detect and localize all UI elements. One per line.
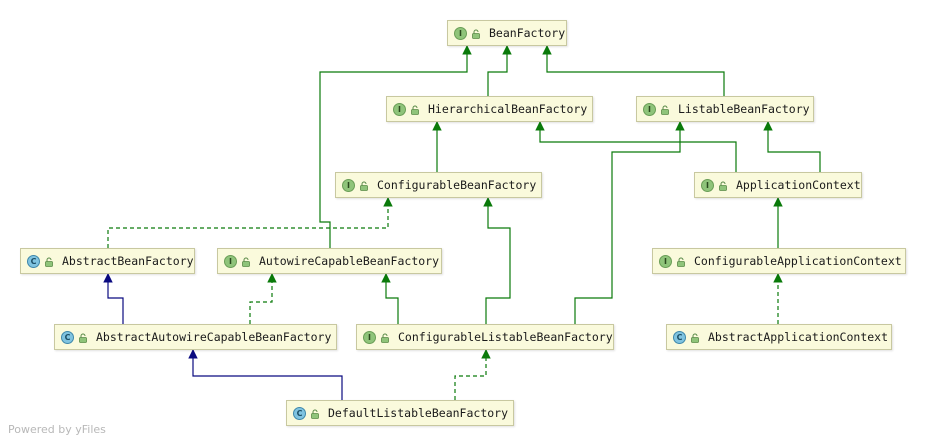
public-access-icon [44, 256, 54, 267]
class-node-ac[interactable]: I ApplicationContext [694, 172, 862, 198]
edge-dlbf-to-aacbf [188, 349, 343, 400]
node-label: AutowireCapableBeanFactory [259, 254, 440, 268]
node-label: DefaultListableBeanFactory [328, 406, 509, 420]
class-node-clbf[interactable]: I ConfigurableListableBeanFactory [356, 324, 614, 350]
class-node-aac[interactable]: C AbstractApplicationContext [666, 324, 892, 350]
footer-credit: Powered by yFiles [8, 423, 106, 436]
interface-icon: I [393, 102, 406, 116]
interface-icon: I [643, 102, 656, 116]
node-label: AbstractBeanFactory [62, 254, 194, 268]
edge-clbf-to-acbf [381, 273, 399, 324]
class-icon: C [27, 254, 40, 268]
class-node-acbf[interactable]: I AutowireCapableBeanFactory [217, 248, 442, 274]
public-access-icon [359, 180, 369, 191]
public-access-icon [660, 104, 670, 115]
public-access-icon [676, 256, 686, 267]
edge-acbf-to-bf [319, 45, 472, 248]
class-node-dlbf[interactable]: C DefaultListableBeanFactory [286, 400, 514, 426]
class-node-aacbf[interactable]: C AbstractAutowireCapableBeanFactory [54, 324, 337, 350]
public-access-icon [718, 180, 728, 191]
node-label: BeanFactory [489, 26, 566, 40]
node-label: ConfigurableBeanFactory [377, 178, 537, 192]
edge-abf-to-cbf [107, 197, 393, 248]
node-label: ConfigurableApplicationContext [694, 254, 902, 268]
node-label: HierarchicalBeanFactory [428, 102, 588, 116]
public-access-icon [410, 104, 420, 115]
edge-aacbf-to-acbf [249, 273, 277, 324]
public-access-icon [310, 408, 320, 419]
edge-aacbf-to-abf [103, 273, 124, 324]
class-node-cbf[interactable]: I ConfigurableBeanFactory [335, 172, 542, 198]
interface-icon: I [363, 330, 376, 344]
class-icon: C [293, 406, 306, 420]
public-access-icon [78, 332, 88, 343]
interface-icon: I [659, 254, 672, 268]
interface-icon: I [454, 26, 467, 40]
class-node-lbf[interactable]: I ListableBeanFactory [636, 96, 814, 122]
edge-clbf-to-cbf [483, 197, 511, 324]
class-icon: C [61, 330, 74, 344]
class-node-bf[interactable]: I BeanFactory [447, 20, 567, 46]
node-label: ApplicationContext [736, 178, 861, 192]
edge-ac-to-lbf [763, 121, 821, 172]
public-access-icon [380, 332, 390, 343]
public-access-icon [471, 28, 481, 39]
class-node-hbf[interactable]: I HierarchicalBeanFactory [386, 96, 593, 122]
public-access-icon [241, 256, 251, 267]
node-label: ConfigurableListableBeanFactory [398, 330, 613, 344]
edge-ac-to-hbf [535, 121, 737, 172]
edge-dlbf-to-clbf [454, 349, 491, 400]
node-label: AbstractAutowireCapableBeanFactory [96, 330, 332, 344]
public-access-icon [690, 332, 700, 343]
node-label: ListableBeanFactory [678, 102, 810, 116]
interface-icon: I [342, 178, 355, 192]
interface-icon: I [701, 178, 714, 192]
edge-clbf-to-lbf [574, 121, 685, 324]
edge-lbf-to-bf [542, 45, 725, 96]
class-icon: C [673, 330, 686, 344]
interface-icon: I [224, 254, 237, 268]
class-node-cac[interactable]: I ConfigurableApplicationContext [652, 248, 906, 274]
class-node-abf[interactable]: C AbstractBeanFactory [20, 248, 195, 274]
node-label: AbstractApplicationContext [708, 330, 889, 344]
edge-hbf-to-bf [487, 45, 512, 96]
